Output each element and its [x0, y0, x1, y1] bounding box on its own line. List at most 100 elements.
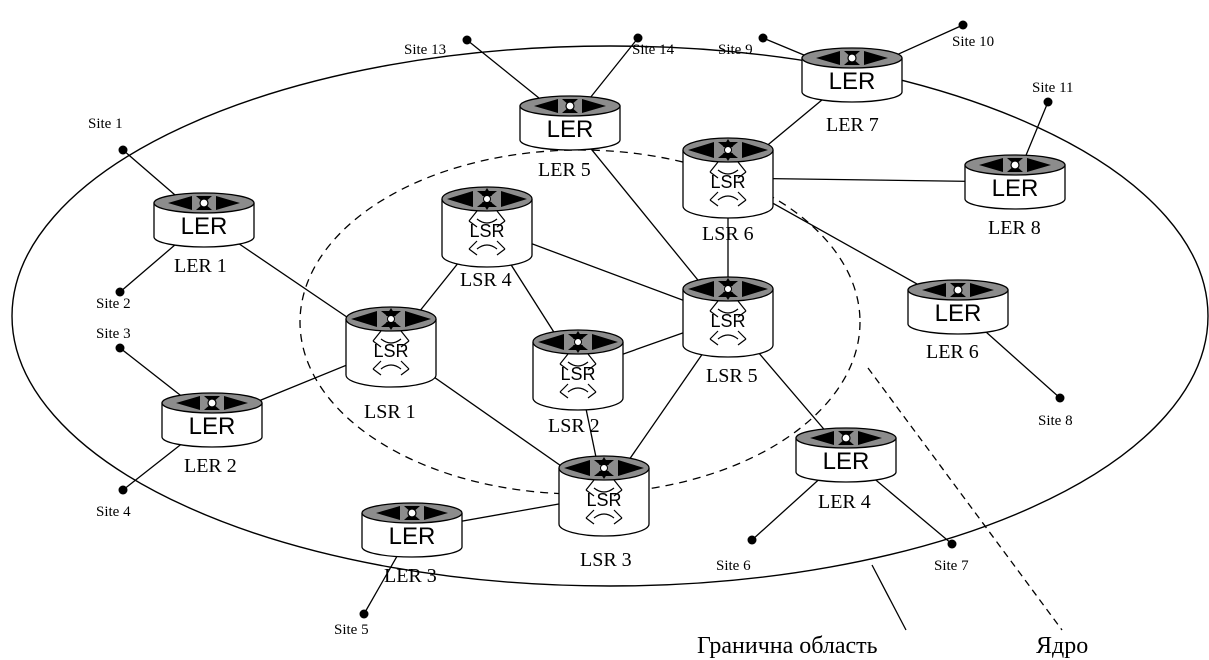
site-node-site14: Site 14: [632, 33, 675, 58]
site-label: Site 1: [88, 116, 123, 132]
edge-label-pointer: [871, 564, 907, 631]
router-label: LER 4: [818, 491, 871, 513]
router-body: [441, 199, 533, 268]
router-body: [161, 403, 263, 448]
site-dot: [462, 35, 472, 45]
site-dot: [633, 33, 643, 43]
site-label: Site 6: [716, 558, 751, 574]
site-dot: [758, 33, 768, 43]
lsr-router-lsr6: LSR LSR 6: [682, 137, 774, 245]
router-label: LSR 3: [580, 549, 632, 571]
site-node-site11: Site 11: [1032, 80, 1074, 107]
router-type-text: LER: [189, 413, 236, 440]
router-label: LSR 4: [460, 269, 512, 291]
lsr-router-lsr2: LSR LSR 2: [532, 329, 624, 437]
router-type-text: LSR: [469, 221, 504, 241]
site-node-site3: Site 3: [96, 326, 131, 353]
router-label: LER 6: [926, 341, 979, 363]
router-body: [519, 106, 621, 151]
site-label: Site 4: [96, 504, 131, 520]
router-label: LSR 5: [706, 365, 758, 387]
ler-router-ler2: LER LER 2: [161, 392, 263, 477]
site-label: Site 3: [96, 326, 131, 342]
site-dot: [1043, 97, 1053, 107]
site-node-site13: Site 13: [404, 35, 472, 58]
site-node-site4: Site 4: [96, 485, 131, 520]
router-body: [345, 319, 437, 388]
router-body: [558, 468, 650, 537]
lsr-router-lsr4: LSR LSR 4: [441, 186, 533, 291]
router-body: [964, 165, 1066, 210]
site-dot: [747, 535, 757, 545]
site-node-site9: Site 9: [718, 33, 768, 58]
ler-router-ler7: LER LER 7: [801, 47, 903, 136]
core-label-pointer: [867, 367, 1063, 631]
site-dot: [947, 539, 957, 549]
site-dot: [1055, 393, 1065, 403]
site-label: Site 13: [404, 42, 446, 58]
site-label: Site 9: [718, 42, 753, 58]
ler-router-ler6: LER LER 6: [907, 279, 1009, 363]
router-label: LER 5: [538, 159, 591, 181]
site-dot: [115, 343, 125, 353]
router-type-text: LSR: [373, 341, 408, 361]
router-type-text: LER: [829, 68, 876, 95]
site-label: Site 11: [1032, 80, 1074, 96]
nodes-layer: Site 1 Site 2 Site 3 Site 4 Site 5 Site 6 Site…: [88, 20, 1074, 638]
router-type-text: LSR: [560, 364, 595, 384]
ler-router-ler8: LER LER 8: [964, 154, 1066, 239]
site-dot: [118, 145, 128, 155]
router-label: LER 2: [184, 455, 237, 477]
site-node-site8: Site 8: [1038, 393, 1073, 429]
site-dot: [115, 287, 125, 297]
site-label: Site 5: [334, 622, 369, 638]
site-label: Site 2: [96, 296, 131, 312]
router-type-text: LER: [992, 175, 1039, 202]
router-type-text: LER: [823, 448, 870, 475]
edge-region-boundary: [11, 45, 1209, 587]
router-label: LER 3: [384, 565, 437, 587]
site-label: Site 8: [1038, 413, 1073, 429]
site-dot: [958, 20, 968, 30]
router-body: [361, 513, 463, 558]
lsr-router-lsr3: LSR LSR 3: [558, 455, 650, 571]
router-type-text: LER: [389, 523, 436, 550]
router-label: LER 1: [174, 255, 227, 277]
site-label: Site 10: [952, 34, 994, 50]
site-node-site2: Site 2: [96, 287, 131, 312]
router-body: [153, 203, 255, 248]
site-node-site7: Site 7: [934, 539, 969, 574]
site-dot: [118, 485, 128, 495]
edge-region-label: Гранична область: [697, 633, 878, 659]
router-label: LSR 6: [702, 223, 754, 245]
router-body: [682, 289, 774, 358]
site-node-site5: Site 5: [334, 609, 369, 638]
site-label: Site 7: [934, 558, 969, 574]
router-body: [532, 342, 624, 411]
router-type-text: LER: [547, 116, 594, 143]
ler-router-ler5: LER LER 5: [519, 95, 621, 181]
lsr-router-lsr1: LSR LSR 1: [345, 306, 437, 423]
router-label: LSR 1: [364, 401, 416, 423]
router-body: [907, 290, 1009, 335]
router-body: [795, 438, 897, 483]
router-type-text: LER: [935, 300, 982, 327]
router-type-text: LSR: [710, 172, 745, 192]
router-body: [801, 58, 903, 103]
router-type-text: LER: [181, 213, 228, 240]
router-label: LER 8: [988, 217, 1041, 239]
ler-router-ler3: LER LER 3: [361, 502, 463, 587]
router-label: LER 7: [826, 114, 879, 136]
router-label: LSR 2: [548, 415, 600, 437]
router-type-text: LSR: [586, 490, 621, 510]
site-label: Site 14: [632, 42, 675, 58]
site-node-site10: Site 10: [952, 20, 994, 50]
core-region-label: Ядро: [1036, 633, 1088, 659]
ler-router-ler4: LER LER 4: [795, 427, 897, 513]
site-node-site1: Site 1: [88, 116, 128, 155]
ler-router-ler1: LER LER 1: [153, 192, 255, 277]
site-node-site6: Site 6: [716, 535, 757, 574]
site-dot: [359, 609, 369, 619]
